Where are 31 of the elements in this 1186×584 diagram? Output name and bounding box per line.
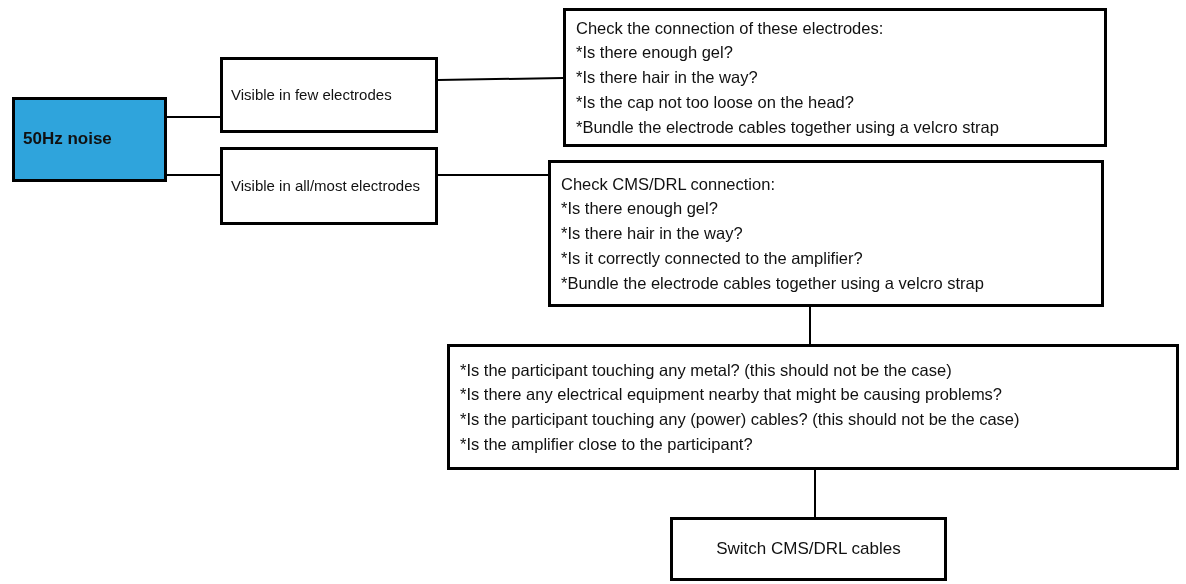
- box-text: *Is there hair in the way?: [576, 67, 758, 89]
- box-text: Switch CMS/DRL cables: [716, 538, 901, 560]
- connector-line: [166, 116, 221, 118]
- box-text: *Bundle the electrode cables together using a velcro strap: [561, 272, 984, 294]
- checklist-heading: Check CMS/DRL connection:: [561, 173, 775, 195]
- box-text: *Is the cap not too loose on the head?: [576, 91, 854, 113]
- checklist-box: [563, 8, 1107, 147]
- start-box: [12, 97, 167, 182]
- box-text: *Is it correctly connected to the amplifier?: [561, 247, 863, 269]
- box-text: *Bundle the electrode cables together using a velcro strap: [576, 116, 999, 138]
- connector-line: [437, 174, 549, 176]
- box-text: Visible in few electrodes: [231, 86, 392, 104]
- action-box: [670, 517, 947, 581]
- condition-box: [220, 57, 438, 133]
- box-text: *Is the amplifier close to the participant?: [460, 433, 753, 455]
- box-text: *Is there any electrical equipment nearby that might be causing problems?: [460, 384, 1003, 406]
- box-text: Visible in all/most electrodes: [231, 177, 420, 195]
- connector-line: [437, 77, 564, 81]
- checklist-box: [447, 344, 1179, 470]
- connector-line: [166, 174, 221, 176]
- box-text: 50Hz noise: [23, 129, 112, 150]
- box-text: *Is there hair in the way?: [561, 223, 743, 245]
- checklist-box: [548, 160, 1104, 307]
- box-text: *Is the participant touching any metal? (this should not be the case): [460, 359, 952, 381]
- connector-line: [814, 469, 816, 518]
- connector-line: [809, 306, 811, 345]
- condition-box: [220, 147, 438, 225]
- checklist-heading: Check the connection of these electrodes:: [576, 17, 884, 39]
- box-text: *Is there enough gel?: [561, 198, 718, 220]
- box-text: *Is the participant touching any (power) cables? (this should not be the case): [460, 409, 1020, 430]
- box-text: *Is there enough gel?: [576, 42, 733, 64]
